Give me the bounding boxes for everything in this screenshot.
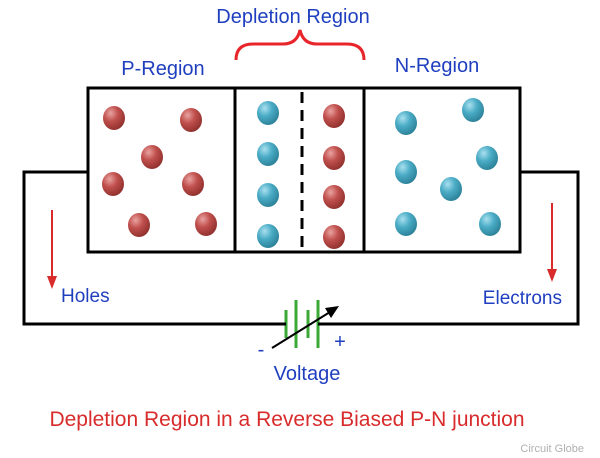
hole-particle <box>323 225 345 249</box>
junction-block <box>86 86 522 254</box>
electron-particle <box>257 183 279 207</box>
depletion-brace <box>234 29 366 61</box>
electron-particle <box>476 146 498 170</box>
caption: Depletion Region in a Reverse Biased P-N… <box>49 408 524 431</box>
hole-particle <box>195 212 217 236</box>
watermark: Circuit Globe <box>520 443 584 455</box>
electrons-arrow <box>547 203 557 282</box>
electron-particle <box>257 142 279 166</box>
holes-label: Holes <box>61 286 110 307</box>
p-region-label: P-Region <box>121 58 204 80</box>
depletion-holes <box>323 104 345 249</box>
hole-particle <box>323 185 345 209</box>
hole-particle <box>102 172 124 196</box>
electron-particle <box>462 98 484 122</box>
electron-particle <box>257 101 279 125</box>
hole-particle <box>103 106 125 130</box>
hole-particle <box>323 104 345 128</box>
circuit-wire <box>22 170 580 326</box>
depletion-region-label: Depletion Region <box>216 6 369 28</box>
depletion-electrons <box>257 101 279 248</box>
electron-particle <box>440 177 462 201</box>
positive-terminal-label: + <box>334 331 346 353</box>
p-region-holes <box>102 106 217 237</box>
hole-particle <box>323 146 345 170</box>
holes-arrow <box>47 210 57 289</box>
n-region-label: N-Region <box>395 55 479 77</box>
electron-particle <box>395 160 417 184</box>
variable-arrow-icon <box>271 306 339 349</box>
battery-icon <box>270 300 328 348</box>
electron-particle <box>395 212 417 236</box>
negative-terminal-label: - <box>258 339 265 361</box>
electron-particle <box>257 224 279 248</box>
hole-particle <box>128 213 150 237</box>
hole-particle <box>141 145 163 169</box>
electron-particle <box>479 212 501 236</box>
n-region-electrons <box>395 98 501 236</box>
hole-particle <box>180 108 202 132</box>
electron-particle <box>395 111 417 135</box>
voltage-label: Voltage <box>274 363 341 385</box>
electrons-label: Electrons <box>483 288 562 309</box>
hole-particle <box>182 172 204 196</box>
